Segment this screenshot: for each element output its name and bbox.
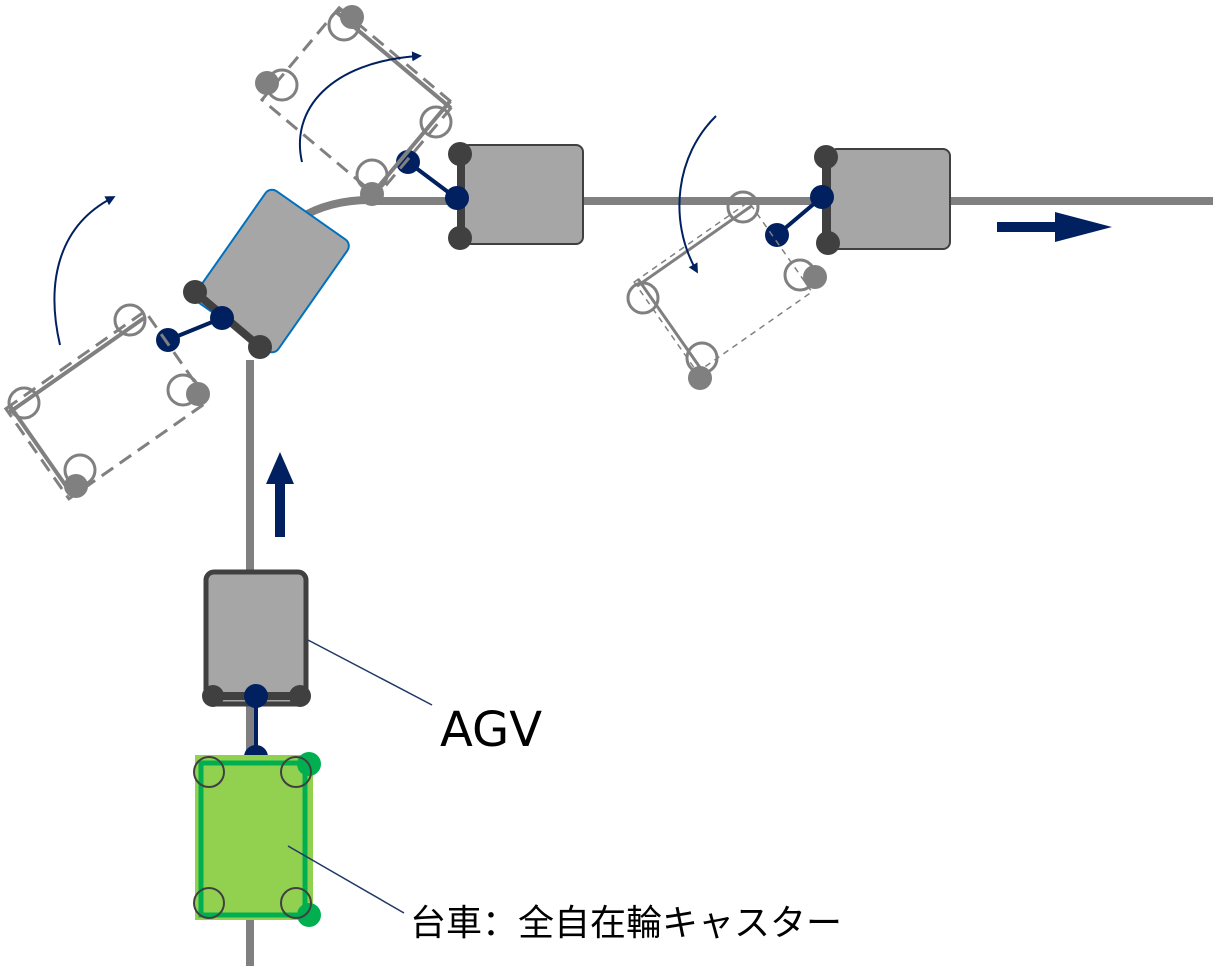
coupler-joint — [445, 186, 469, 210]
caster-ring — [193, 887, 225, 919]
agv-wheel — [816, 231, 840, 255]
coupler-joint — [210, 306, 234, 330]
rotation-arrow-right — [678, 115, 717, 274]
up-direction-arrow — [266, 452, 294, 537]
agv-wheel — [448, 226, 472, 250]
cart-body — [195, 755, 313, 920]
right-direction-arrow — [997, 212, 1112, 242]
agv-wheel — [289, 685, 311, 707]
agv-wheel — [183, 280, 207, 304]
coupler-joint — [765, 223, 789, 247]
cart — [193, 752, 321, 927]
top-agv-group — [396, 142, 584, 250]
right-agv-group — [765, 145, 951, 255]
coupler-joint — [156, 328, 180, 352]
caster-ring — [280, 887, 312, 919]
agv-label: AGV — [440, 702, 542, 758]
agv-body — [829, 148, 951, 250]
ghost-cart-right — [626, 190, 827, 390]
caster-ring — [193, 756, 225, 788]
agv-wheel — [202, 685, 224, 707]
rotation-arrow-left — [53, 196, 116, 346]
caster-wheel — [297, 903, 321, 927]
coupler-joint — [810, 185, 834, 209]
caster-ring — [280, 756, 312, 788]
agv-body — [461, 144, 584, 245]
agv-wheel — [248, 335, 272, 359]
guide-track — [246, 196, 1213, 966]
agv-wheel — [448, 142, 472, 166]
ghost-cart-top — [255, 5, 457, 206]
agv-body — [194, 188, 350, 354]
agv-wheel — [814, 145, 838, 169]
cart-label: 台車：全自在輪キャスター — [410, 903, 842, 944]
coupler-joint — [244, 684, 268, 708]
bottom-agv-group — [202, 569, 311, 769]
cart-frame — [198, 760, 308, 918]
cart-callout-line — [287, 845, 405, 914]
turning-agv-group — [156, 188, 350, 359]
rotation-arrow-top — [298, 51, 422, 163]
agv-callout-line — [307, 639, 433, 706]
ghost-cart-left — [3, 303, 211, 501]
